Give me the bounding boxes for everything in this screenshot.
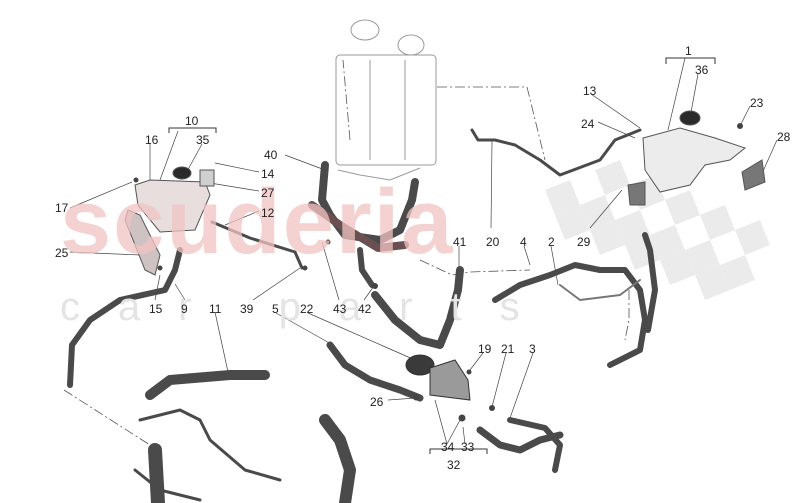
- callout-13[interactable]: 13: [583, 84, 597, 98]
- callout-25[interactable]: 25: [55, 246, 69, 260]
- callout-41[interactable]: 41: [453, 235, 467, 249]
- callout-29[interactable]: 29: [577, 235, 591, 249]
- intercooler: [335, 19, 437, 181]
- hoses: [67, 128, 658, 503]
- callout-22[interactable]: 22: [300, 302, 314, 316]
- callout-27[interactable]: 27: [261, 186, 275, 200]
- expansion-tank-right: [627, 110, 766, 206]
- callout-11[interactable]: 11: [209, 302, 222, 316]
- callout-23[interactable]: 23: [750, 96, 764, 110]
- callout-20[interactable]: 20: [486, 235, 500, 249]
- group-brackets: [168, 57, 716, 454]
- water-pump: [405, 354, 471, 401]
- callout-5[interactable]: 5: [272, 302, 279, 316]
- callout-42[interactable]: 42: [358, 302, 372, 316]
- callout-16[interactable]: 16: [145, 133, 159, 147]
- callout-19[interactable]: 19: [478, 342, 492, 356]
- callout-17[interactable]: 17: [55, 201, 69, 215]
- callout-12[interactable]: 12: [261, 206, 275, 220]
- callout-35[interactable]: 35: [196, 133, 210, 147]
- callout-10[interactable]: 10: [185, 114, 199, 128]
- callout-28[interactable]: 28: [777, 130, 791, 144]
- callout-36[interactable]: 36: [695, 63, 709, 77]
- checkered-flag-watermark: [545, 160, 770, 300]
- callout-15[interactable]: 15: [149, 302, 163, 316]
- callout-39[interactable]: 39: [240, 302, 254, 316]
- callout-1[interactable]: 1: [685, 44, 692, 58]
- callout-33[interactable]: 33: [461, 440, 475, 454]
- callout-34[interactable]: 34: [441, 440, 455, 454]
- callout-3[interactable]: 3: [529, 342, 536, 356]
- callout-24[interactable]: 24: [581, 117, 595, 131]
- callout-4[interactable]: 4: [520, 235, 527, 249]
- leader-lines: [69, 57, 778, 445]
- expansion-tank-left: [124, 166, 215, 276]
- callout-32[interactable]: 32: [447, 458, 461, 472]
- callout-9[interactable]: 9: [181, 302, 188, 316]
- callout-14[interactable]: 14: [261, 167, 275, 181]
- callout-21[interactable]: 21: [501, 342, 515, 356]
- callout-40[interactable]: 40: [264, 148, 278, 162]
- fasteners: [133, 123, 743, 422]
- callout-43[interactable]: 43: [333, 302, 347, 316]
- callout-2[interactable]: 2: [548, 235, 555, 249]
- callout-26[interactable]: 26: [370, 395, 384, 409]
